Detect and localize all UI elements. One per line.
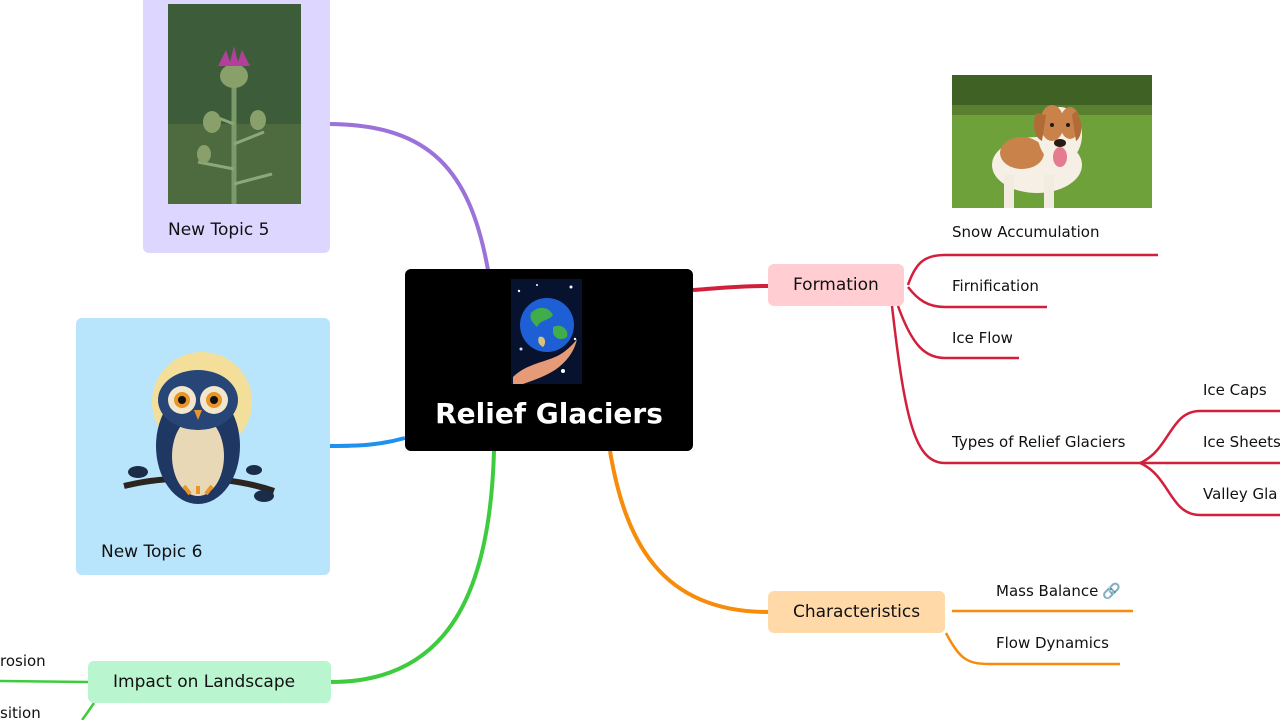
subtopic-ice-flow[interactable]: Ice Flow (952, 329, 1013, 347)
subtopic-flow-dynamics[interactable]: Flow Dynamics (996, 634, 1109, 652)
subtopic-types-of-relief-glaciers[interactable]: Types of Relief Glaciers (952, 433, 1126, 451)
owl-image (114, 336, 280, 511)
link-valley (1139, 461, 1280, 517)
link-impact (330, 450, 496, 684)
subtopic-ice-sheets[interactable]: Ice Sheets (1203, 433, 1280, 451)
link-erosion (0, 679, 89, 684)
subtopic-firnification[interactable]: Firnification (952, 277, 1039, 295)
central-topic[interactable]: Relief Glaciers (405, 269, 693, 451)
link-icon[interactable]: 🔗 (1102, 582, 1122, 600)
topic-new-topic-6[interactable]: New Topic 6 (76, 318, 330, 575)
topic-formation[interactable]: Formation (768, 264, 904, 306)
topic-new-topic-5[interactable]: New Topic 5 (143, 0, 330, 253)
link-topic6 (329, 436, 406, 448)
link-snow-accumulation (906, 253, 1158, 286)
link-characteristics (608, 450, 769, 614)
subtopic-valley-glaciers[interactable]: Valley Gla (1203, 485, 1278, 503)
topic-new-topic-5-label: New Topic 5 (168, 220, 270, 240)
link-flow-dynamics (944, 632, 1120, 666)
subtopic-ice-caps[interactable]: Ice Caps (1203, 381, 1267, 399)
topic-new-topic-6-label: New Topic 6 (101, 542, 203, 562)
subtopic-mass-balance[interactable]: Mass Balance🔗 (996, 582, 1121, 600)
topic-characteristics[interactable]: Characteristics (768, 591, 946, 633)
central-topic-title: Relief Glaciers (435, 397, 663, 430)
link-deposition (80, 702, 96, 720)
thistle-image (168, 4, 301, 204)
subtopic-mass-balance-label: Mass Balance (996, 582, 1099, 600)
topic-impact-on-landscape[interactable]: Impact on Landscape (88, 661, 331, 703)
earth-in-hand-image (511, 279, 582, 384)
link-firnification (907, 286, 1047, 309)
link-formation (692, 284, 769, 292)
link-topic5 (329, 122, 490, 271)
subtopic-erosion[interactable]: rosion (0, 652, 46, 670)
link-ice-caps (1139, 409, 1280, 465)
dog-image (952, 75, 1152, 208)
link-ice-flow (896, 305, 1019, 360)
subtopic-deposition[interactable]: sition (0, 704, 41, 722)
link-types (890, 305, 1140, 465)
subtopic-snow-accumulation[interactable]: Snow Accumulation (952, 223, 1100, 241)
